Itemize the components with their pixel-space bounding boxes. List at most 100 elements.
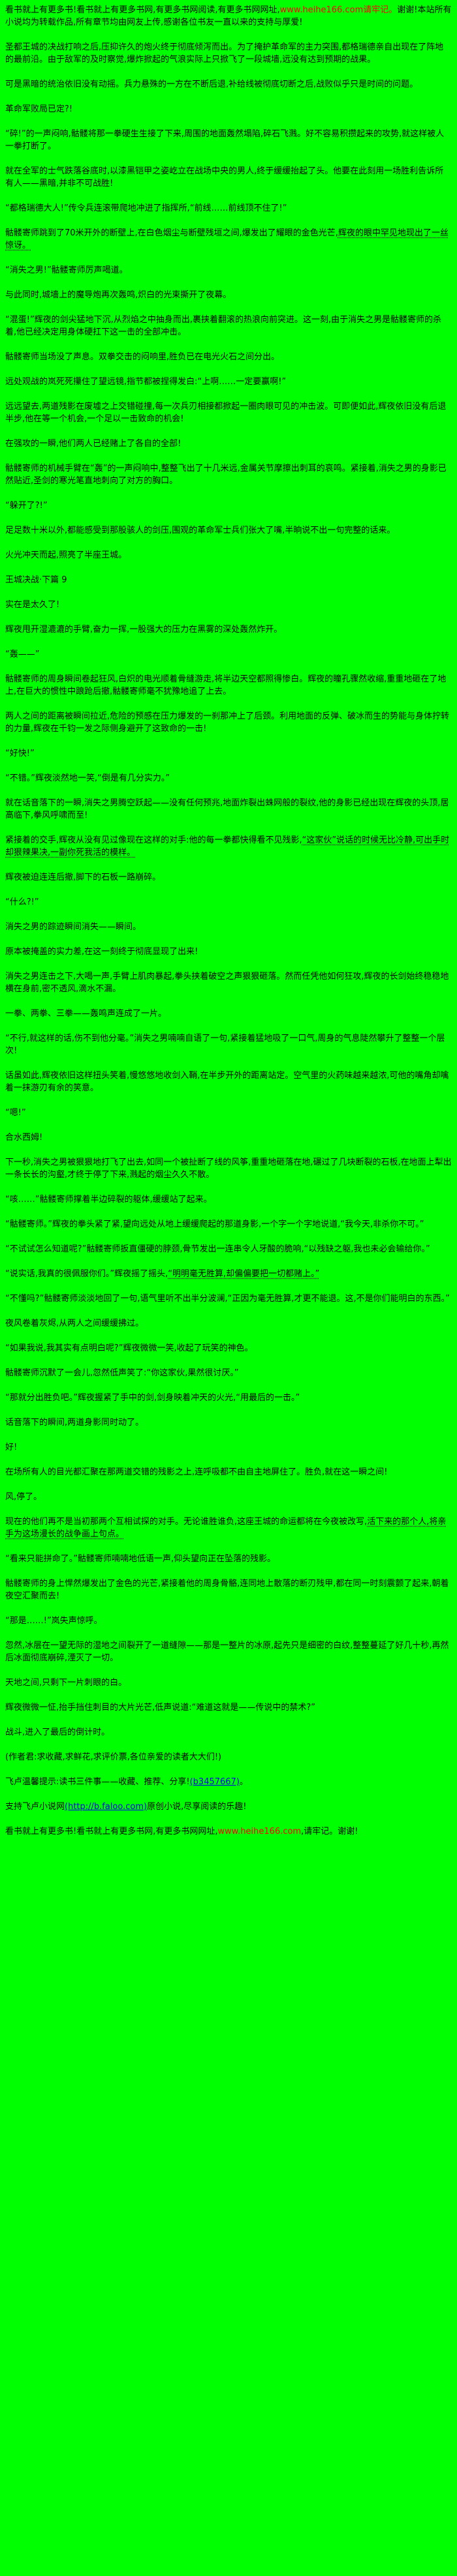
text-segment: (作者君:求收藏,求鲜花,求评价票,各位亲爱的读者大大们!) <box>5 1752 222 1762</box>
text-segment: “好快!” <box>5 749 35 758</box>
text-segment: “嗯!” <box>5 1108 26 1118</box>
novel-paragraph: “消失之男!”骷髅寄师厉声喝道。 <box>5 264 452 277</box>
novel-paragraph: 辉夜微微一怔,抬手挡住刺目的大片光芒,低声说道:“难道这就是——传说中的禁术?” <box>5 1701 452 1714</box>
text-segment: “说实话,我真的很佩服你们。”辉夜摇了摇头, <box>5 1269 168 1279</box>
novel-paragraph: 可是黑暗的统治依旧没有动摇。兵力悬殊的一方在不断后退,补给线被彻底切断之后,战败… <box>5 78 452 91</box>
novel-paragraph: 骷髅寄师沉默了一会儿,忽然低声笑了:“你这家伙,果然很讨厌。” <box>5 1367 452 1379</box>
novel-paragraph: “轰——” <box>5 648 452 661</box>
text-segment: “不错。”辉夜淡然地一笑,“倒是有几分实力。” <box>5 773 170 783</box>
text-segment: “什么?!” <box>5 897 39 907</box>
novel-paragraph: 就在全军的士气跌落谷底时,以漆黑铠甲之姿屹立在战场中央的男人,终于缓缓抬起了头。… <box>5 165 452 190</box>
text-segment: 与此同时,城墙上的魔导炮再次轰鸣,炽白的光束撕开了夜幕。 <box>5 290 232 300</box>
novel-paragraph: 合水西姆! <box>5 1131 452 1144</box>
novel-paragraph: 风,停了。 <box>5 1491 452 1503</box>
novel-paragraph: “那就分出胜负吧。”辉夜握紧了手中的剑,剑身映着冲天的火光,“用最后的一击。” <box>5 1392 452 1404</box>
text-segment: 辉夜的眼中罕见地现出了一丝惊讶。 <box>5 228 449 250</box>
text-segment: “看来只能拼命了。”骷髅寄师喃喃地低语一声,仰头望向正在坠落的残影。 <box>5 1554 276 1564</box>
novel-paragraph: 天地之间,只剩下一片刺眼的白。 <box>5 1677 452 1689</box>
text-segment: “不试试怎么知道呢?”骷髅寄师扳直僵硬的脖颈,骨节发出一连串令人牙酸的脆响,“以… <box>5 1244 430 1254</box>
text-segment: 风,停了。 <box>5 1492 42 1502</box>
novel-paragraph: 原本被掩盖的实力差,在这一刻终于彻底显现了出来! <box>5 946 452 958</box>
site-url-text: www.heihe166.com <box>217 1827 302 1836</box>
text-segment: 战斗,进入了最后的倒计时。 <box>5 1728 110 1737</box>
novel-paragraph: 紧接着的交手,辉夜从没有见过像现在这样的对手:他的每一拳都快得看不见残影,“这家… <box>5 834 452 859</box>
novel-paragraph: 一拳、两拳、三拳——轰鸣声连成了一片。 <box>5 1008 452 1020</box>
novel-paragraph: “不懂吗?”骷髅寄师淡淡地回了一句,语气里听不出半分波澜,“正因为毫无胜算,才更… <box>5 1293 452 1305</box>
text-segment: 谢谢!本站所有小说均为转载作品,所有章节均由网友上传,感谢各位书友一直以来的支持… <box>5 5 452 27</box>
novel-paragraph: 实在是太久了! <box>5 599 452 611</box>
text-segment: “消失之男!”骷髅寄师厉声喝道。 <box>5 265 128 275</box>
novel-paragraph: 革命军败局已定?! <box>5 103 452 115</box>
text-segment: “明明毫无胜算,却偏偏要把一切都赌上。” <box>168 1269 320 1279</box>
chapter-heading: 王城决战·下篇 9 <box>5 574 452 586</box>
novel-paragraph: 忽然,冰层在一望无际的湿地之间裂开了一道缝隙——那是一整片的冰原,起先只是细密的… <box>5 1640 452 1664</box>
text-segment: 原创小说,尽享阅读的乐趣! <box>147 1802 247 1812</box>
novel-paragraph: 辉夜甩开湿漉漉的手臂,奋力一挥,一股强大的压力在黑雾的深处轰然炸开。 <box>5 623 452 636</box>
novel-paragraph: “骷髅寄师。”辉夜的拳头紧了紧,望向远处从地上缓缓爬起的那道身影,一个字一个字地… <box>5 1218 452 1231</box>
novel-paragraph: “嗯!” <box>5 1107 452 1119</box>
novel-paragraph: 话虽如此,辉夜依旧这样扭头笑着,慢悠悠地收剑入鞘,在半步开外的距离站定。空气里的… <box>5 1070 452 1094</box>
faloo-support: 支持飞卢小说网(http://b.faloo.com)原创小说,尽享阅读的乐趣! <box>5 1801 452 1813</box>
novel-paragraph: 两人之间的距离被瞬间拉近,危险的预感在压力爆发的一刹那冲上了后颈。利用地面的反弹… <box>5 710 452 735</box>
text-segment: “骷髅寄师。”辉夜的拳头紧了紧,望向远处从地上缓缓爬起的那道身影,一个字一个字地… <box>5 1220 424 1229</box>
novel-paragraph: 话音落下的瞬间,两道身影同时动了。 <box>5 1416 452 1429</box>
text-segment: ,请牢记。谢谢! <box>301 1827 358 1836</box>
text-segment: 下一秒,消失之男被狠狠地打飞了出去,如同一个被扯断了线的风筝,重重地砸落在地,碾… <box>5 1158 452 1180</box>
text-segment: 好! <box>5 1443 18 1452</box>
text-segment: 辉夜甩开湿漉漉的手臂,奋力一挥,一股强大的压力在黑雾的深处轰然炸开。 <box>5 625 283 635</box>
author-note: (作者君:求收藏,求鲜花,求评价票,各位亲爱的读者大大们!) <box>5 1751 452 1763</box>
text-segment: “这家伙”说话的时候无比冷静,可出手时却狠辣果决,一副你死我活的模样。 <box>5 835 450 858</box>
text-segment: 紧接着的交手,辉夜从没有见过像现在这样的对手:他的每一拳都快得看不见残影, <box>5 835 302 845</box>
novel-paragraph: 在场所有人的目光都汇聚在那两道交错的残影之上,连呼吸都不由自主地屏住了。胜负,就… <box>5 1466 452 1478</box>
novel-paragraph: “不行,就这样的话,伤不到他分毫。”消失之男喃喃自语了一句,紧接着猛地吸了一口气… <box>5 1032 452 1057</box>
text-segment: 骷髅寄师当场没了声息。双拳交击的闷响里,胜负已在电光火石之间分出。 <box>5 352 280 362</box>
text-segment: 王城决战·下篇 9 <box>5 575 67 585</box>
text-segment: 辉夜微微一怔,抬手挡住刺目的大片光芒,低声说道:“难道这就是——传说中的禁术?” <box>5 1703 316 1713</box>
novel-paragraph: “好快!” <box>5 747 452 760</box>
novel-paragraph: “咳……”骷髅寄师撑着半边碎裂的躯体,缓缓站了起来。 <box>5 1193 452 1206</box>
site-url-text: www.heihe166.com请牢记。 <box>279 5 398 15</box>
novel-paragraph: 下一秒,消失之男被狠狠地打飞了出去,如同一个被扯断了线的风筝,重重地砸落在地,碾… <box>5 1156 452 1181</box>
novel-paragraph: 现在的他们再不是当初那两个互相试探的对手。无论谁胜谁负,这座王城的命运都将在今夜… <box>5 1516 452 1540</box>
text-segment: “那是……!”岚失声惊呼。 <box>5 1616 102 1626</box>
text-segment: 消失之男连击之下,大喝一声,手臂上肌肉暴起,拳头挟着破空之声狠狠砸落。然而任凭他… <box>5 972 449 994</box>
text-segment: 火光冲天而起,照亮了半座王城。 <box>5 550 127 560</box>
text-segment: “碎!”的一声闷响,骷髅将那一拳硬生生接了下来,周围的地面轰然塌陷,碎石飞溅。好… <box>5 129 445 151</box>
site-promo-footer: 看书就上有更多书!看书就上有更多书网,有更多书网网址,www.heihe166.… <box>5 1825 452 1838</box>
text-segment: 看书就上有更多书!看书就上有更多书网,有更多书网阅读,有更多书网网址, <box>5 5 280 15</box>
text-segment: 看书就上有更多书!看书就上有更多书网,有更多书网网址, <box>5 1827 218 1836</box>
faloo-tip: 飞卢温馨提示:读书三件事——收藏、推荐、分享!(b3457667)。 <box>5 1776 452 1788</box>
novel-paragraph: “什么?!” <box>5 896 452 908</box>
text-segment: “那就分出胜负吧。”辉夜握紧了手中的剑,剑身映着冲天的火光,“用最后的一击。” <box>5 1393 300 1403</box>
text-segment: 在强攻的一瞬,他们两人已经赌上了各自的全部! <box>5 439 181 449</box>
text-segment: 就在全军的士气跌落谷底时,以漆黑铠甲之姿屹立在战场中央的男人,终于缓缓抬起了头。… <box>5 166 444 188</box>
novel-paragraph: 骷髅寄师的机械手臂在“轰”的一声闷响中,整整飞出了十几米远,金属关节摩擦出刺耳的… <box>5 462 452 487</box>
novel-body: 看书就上有更多书!看书就上有更多书网,有更多书网阅读,有更多书网网址,www.h… <box>5 4 452 1838</box>
novel-paragraph: “看来只能拼命了。”骷髅寄师喃喃地低语一声,仰头望向正在坠落的残影。 <box>5 1553 452 1565</box>
novel-paragraph: “躲开了?!” <box>5 500 452 512</box>
text-segment: “如果我说,我其实有点明白呢?”辉夜微微一笑,收起了玩笑的神色。 <box>5 1343 253 1353</box>
text-segment: 天地之间,只剩下一片刺眼的白。 <box>5 1678 127 1688</box>
text-segment: 。 <box>239 1777 248 1787</box>
inline-link[interactable]: (http://b.faloo.com) <box>65 1802 148 1812</box>
text-segment: “躲开了?!” <box>5 501 48 511</box>
text-segment: “混蛋!”辉夜的剑尖猛地下沉,从烈焰之中抽身而出,裹挟着翻滚的热浪向前突进。这一… <box>5 315 442 337</box>
novel-paragraph: 夜风卷着灰烬,从两人之间缓缓拂过。 <box>5 1317 452 1330</box>
novel-paragraph: “不错。”辉夜淡然地一笑,“倒是有几分实力。” <box>5 772 452 785</box>
text-segment: “不懂吗?”骷髅寄师淡淡地回了一句,语气里听不出半分波澜,“正因为毫无胜算,才更… <box>5 1294 450 1304</box>
novel-paragraph: 远处观战的岚死死攥住了望远镜,指节都被捏得发白:“上啊……一定要赢啊!” <box>5 376 452 388</box>
novel-paragraph: “如果我说,我其实有点明白呢?”辉夜微微一笑,收起了玩笑的神色。 <box>5 1342 452 1355</box>
novel-paragraph: 骷髅寄师的身上悍然爆发出了金色的光芒,紧接着他的周身骨骼,连同地上散落的断刃残甲… <box>5 1578 452 1602</box>
novel-paragraph: 远远望去,两道残影在废墟之上交错碰撞,每一次兵刃相接都掀起一圈肉眼可见的冲击波。… <box>5 400 452 425</box>
novel-paragraph: 战斗,进入了最后的倒计时。 <box>5 1726 452 1739</box>
text-segment: 远远望去,两道残影在废墟之上交错碰撞,每一次兵刃相接都掀起一圈肉眼可见的冲击波。… <box>5 402 447 424</box>
novel-paragraph: 火光冲天而起,照亮了半座王城。 <box>5 549 452 562</box>
text-segment: “都格瑞德大人!”传令兵连滚带爬地冲进了指挥所,“前线……前线顶不住了!” <box>5 203 287 213</box>
novel-paragraph: 就在话音落下的一瞬,消失之男腾空跃起——没有任何预兆,地面炸裂出蛛网般的裂纹,他… <box>5 797 452 822</box>
novel-paragraph: 骷髅寄师跳到了70米开外的断壁上,在白色烟尘与断壁残垣之间,爆发出了耀眼的金色光… <box>5 227 452 252</box>
novel-paragraph: “碎!”的一声闷响,骷髅将那一拳硬生生接了下来,周围的地面轰然塌陷,碎石飞溅。好… <box>5 128 452 153</box>
novel-paragraph: 辉夜被迫连连后撤,脚下的石板一路崩碎。 <box>5 871 452 884</box>
text-segment: 两人之间的距离被瞬间拉近,危险的预感在压力爆发的一刹那冲上了后颈。利用地面的反弹… <box>5 711 450 734</box>
inline-link[interactable]: (b3457667) <box>189 1777 240 1787</box>
